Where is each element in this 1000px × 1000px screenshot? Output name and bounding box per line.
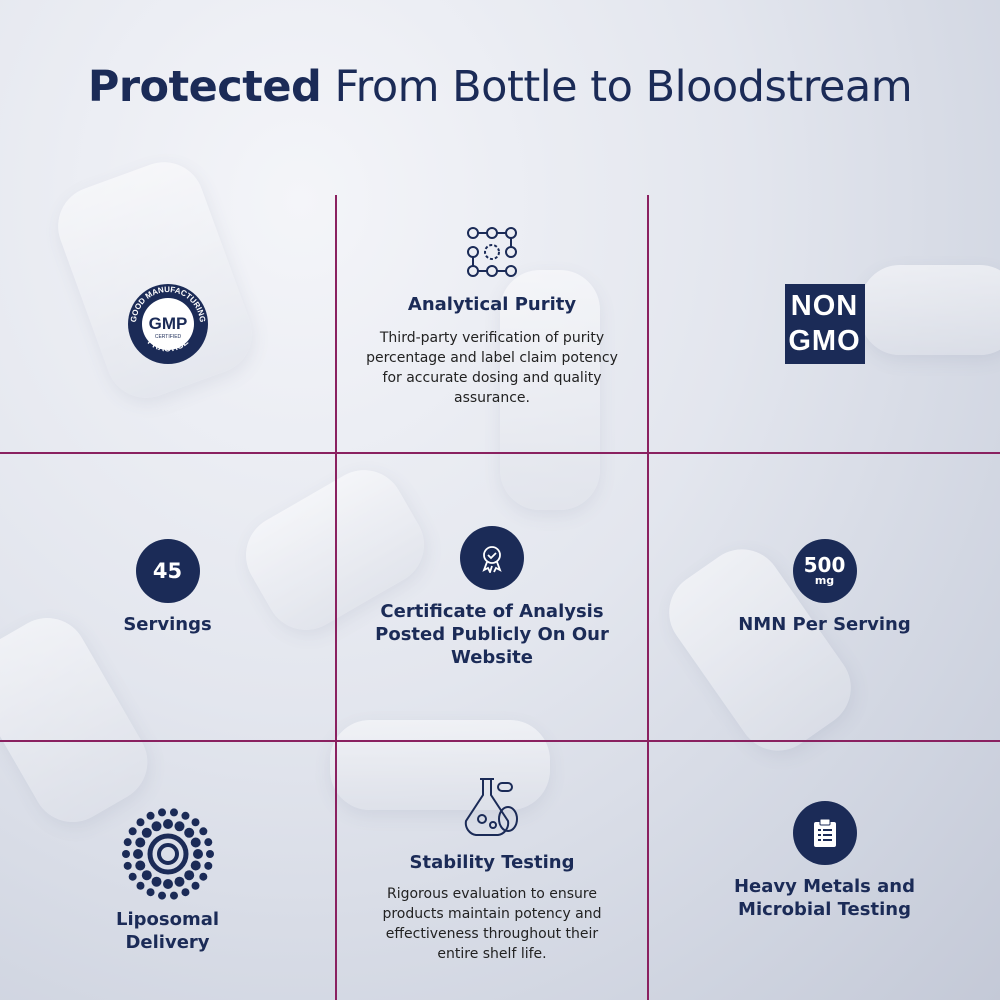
capsule-bg (500, 270, 600, 510)
nmn-label: NMN Per Serving (738, 613, 911, 635)
stability-cell: Stability Testing Rigorous evaluation to… (337, 775, 647, 995)
liposome-dot (128, 827, 137, 836)
page-title: Protected From Bottle to Bloodstream (87, 62, 913, 112)
liposome-dot (128, 872, 137, 881)
stability-title: Stability Testing (409, 852, 575, 873)
liposome-dot (135, 818, 144, 827)
liposome-dot (183, 870, 194, 881)
liposome-dot (173, 821, 184, 832)
liposome-dot (141, 870, 152, 881)
analytical-purity-desc: Third-party verification of purity perce… (366, 330, 618, 406)
liposome-dot (190, 837, 201, 848)
liposome-dot (169, 808, 178, 817)
svg-text:PRACTICE: PRACTICE (145, 336, 189, 353)
liposome-dot (191, 881, 200, 890)
clipboard-icon (792, 801, 857, 865)
metals-cell: Heavy Metals and Microbial Testing (649, 742, 1000, 1000)
liposome-dot (135, 881, 144, 890)
liposome-dot (157, 891, 166, 900)
liposome-icon (121, 808, 214, 900)
liposomal-cell: Liposomal Delivery (0, 742, 335, 1000)
liposome-dot (123, 861, 132, 870)
gmp-badge-icon: GOOD MANUFACTURING PRACTICE GMP CERTIFIE… (127, 283, 208, 364)
servings-number: 45 (135, 538, 200, 603)
liposome-dot (157, 808, 166, 817)
capsule-bg (330, 720, 550, 810)
liposome-dot (134, 837, 145, 848)
divider (335, 195, 337, 1000)
liposome-dot (192, 849, 203, 859)
capsule-bg (860, 265, 1000, 355)
liposome-dot (191, 818, 200, 827)
svg-text:CERTIFIED: CERTIFIED (154, 334, 181, 340)
liposome-dot (198, 872, 207, 881)
metals-title: Heavy Metals and Microbial Testing (733, 876, 916, 920)
coa-cell: Certificate of Analysis Posted Publicly … (337, 454, 647, 740)
liposome-dot (162, 819, 173, 829)
liposome-dot (180, 811, 189, 820)
liposome-dot (123, 838, 132, 847)
liposome-dot (169, 891, 178, 900)
divider (0, 452, 1000, 454)
liposome-dot (173, 876, 184, 887)
liposome-dot (146, 811, 155, 820)
liposome-dot (205, 850, 214, 858)
liposome-dot (146, 888, 155, 897)
liposome-dot (203, 838, 212, 847)
gmp-cell: GOOD MANUFACTURING PRACTICE GMP CERTIFIE… (0, 195, 335, 452)
divider (0, 740, 1000, 742)
liposome-dot (151, 821, 162, 832)
liposome-dot (151, 876, 162, 887)
liposome-dot (162, 879, 173, 889)
liposome-dot (141, 827, 152, 838)
liposomal-title: Liposomal Delivery (115, 909, 220, 953)
liposome-dot (121, 850, 130, 858)
svg-text:GMP: GMP (148, 314, 187, 333)
process-check-icon (467, 227, 517, 277)
liposome-dot (132, 849, 143, 859)
analytical-purity-cell: Analytical Purity Third-party verificati… (337, 225, 647, 425)
coa-title: Certificate of Analysis Posted Publicly … (375, 600, 609, 668)
liposome-dot (134, 860, 145, 871)
award-badge-icon (460, 525, 524, 590)
analytical-purity-title: Analytical Purity (407, 294, 577, 315)
servings-label: Servings (123, 613, 212, 635)
servings-cell: 45 Servings (0, 454, 335, 740)
stability-desc: Rigorous evaluation to ensure products m… (382, 886, 602, 962)
liposome-dot (198, 827, 207, 836)
liposome-dot (203, 861, 212, 870)
liposome-dot (180, 888, 189, 897)
liposome-dot (190, 860, 201, 871)
divider (647, 195, 649, 1000)
flask-icon (464, 778, 518, 836)
liposome-dot (183, 827, 194, 838)
